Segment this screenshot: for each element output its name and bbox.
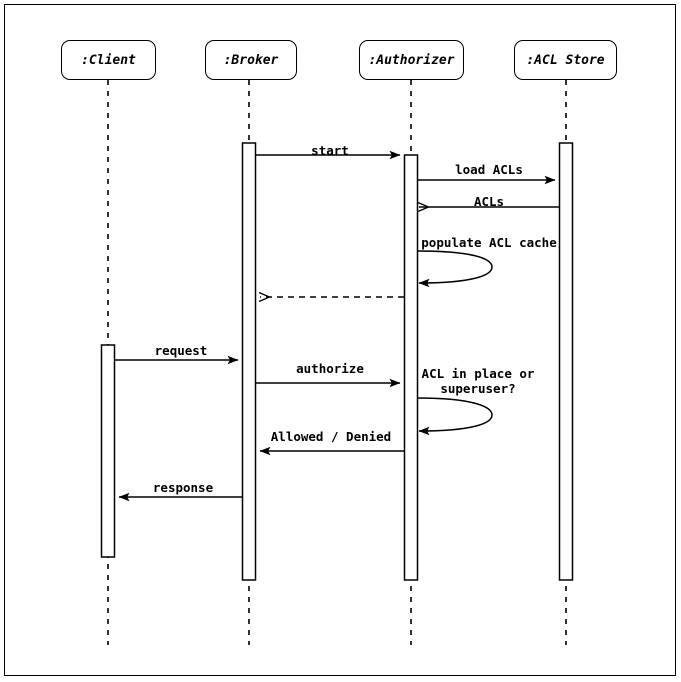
message-label-start: start	[311, 143, 349, 158]
message-arrow-populate-acl-cache	[417, 250, 493, 288]
message-label-authorize: authorize	[296, 361, 364, 376]
participant-label-client: :Client	[81, 52, 136, 68]
participant-box-authorizer[interactable]: :Authorizer	[359, 40, 464, 80]
message-label-response: response	[152, 480, 214, 495]
diagram-frame-border	[4, 4, 676, 676]
activation-bar-aclstore	[558, 142, 574, 581]
message-label-load-acls: load ACLs	[455, 162, 523, 177]
message-label-allowed-denied: Allowed / Denied	[270, 429, 392, 444]
activation-bars	[100, 142, 574, 581]
message-label-acl-in-place-line1: ACL in place or	[421, 366, 535, 381]
activation-bar-client	[100, 344, 116, 558]
message-label-acl-in-place-line2: superuser?	[440, 381, 516, 396]
participant-label-broker: :Broker	[223, 52, 279, 68]
message-label-request: request	[154, 343, 208, 358]
participant-box-broker[interactable]: :Broker	[205, 40, 297, 80]
participant-label-authorizer: :Authorizer	[368, 52, 455, 68]
activation-bar-broker	[241, 142, 257, 581]
message-label-acls: ACLs	[473, 194, 505, 209]
message-label-populate-acl-cache: populate ACL cache	[421, 235, 557, 250]
message-arrow-acl-in-place	[417, 397, 493, 436]
participant-box-client[interactable]: :Client	[61, 40, 156, 80]
participant-label-aclstore: :ACL Store	[526, 52, 605, 68]
activation-bar-authorizer	[403, 154, 419, 581]
participant-box-aclstore[interactable]: :ACL Store	[514, 40, 617, 80]
messages	[115, 150, 560, 502]
